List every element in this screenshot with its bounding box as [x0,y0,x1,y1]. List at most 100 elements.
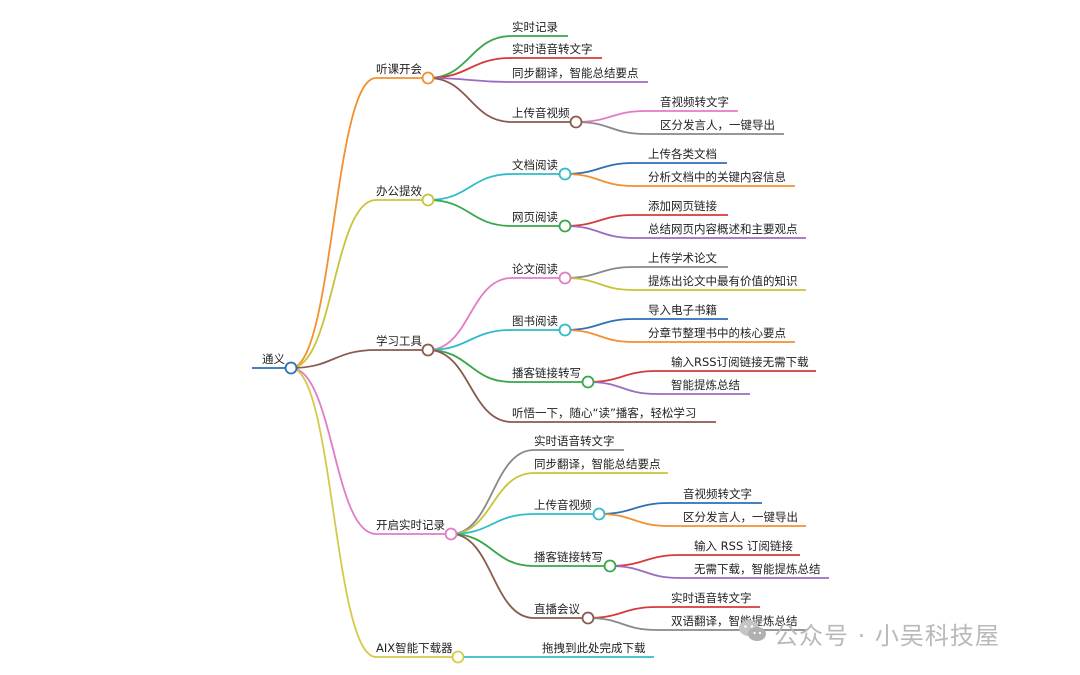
branch-node-2 [421,193,435,207]
root-label: 通义 [262,352,285,366]
leaf-link [564,162,635,175]
child-link [450,449,535,535]
leaf-label: 添加网页链接 [648,199,717,213]
child-link [427,277,513,351]
leaf-link [587,381,658,395]
leaf-link [575,121,647,135]
leaf-link [587,606,658,619]
child-link [427,349,513,383]
child-label: 听悟一下，随心“读”播客，轻松学习 [512,406,696,420]
leaf-label: 输入RSS订阅链接无需下载 [671,355,809,369]
child-link [450,513,535,535]
child-link [427,329,513,351]
child-label: 上传音视频 [534,498,592,512]
child-link [450,472,535,535]
leaf-label: 音视频转文字 [660,95,729,109]
child-link [427,199,513,227]
child-node [558,271,572,285]
leaf-label: 上传学术论文 [648,251,717,265]
leaf-link [609,565,681,579]
child-node [569,115,583,129]
leaf-label: 区分发言人，一键导出 [683,510,798,524]
child-node [581,375,595,389]
wechat-icon [739,620,766,641]
branch-label-1: 听课开会 [376,62,422,76]
branch-link-1 [290,77,377,369]
child-node [558,323,572,337]
child-node [558,167,572,181]
leaf-label: 智能提炼总结 [671,378,740,392]
leaf-link [564,173,635,187]
leaf-label: 分章节整理书中的核心要点 [648,326,786,340]
leaf-link [564,318,635,331]
child-label: 实时记录 [512,20,558,34]
labels-layer: 通义听课开会实时记录实时语音转文字同步翻译，智能总结要点上传音视频音视频转文字区… [262,20,821,655]
child-link [427,57,513,79]
child-link [450,533,535,619]
child-label: 实时语音转文字 [534,434,615,448]
leaf-label: 区分发言人，一键导出 [660,118,775,132]
links-layer [290,35,681,658]
child-link [427,349,513,423]
leaf-label: 分析文档中的关键内容信息 [648,170,786,184]
child-label: 图书阅读 [512,314,558,328]
child-label: 同步翻译，智能总结要点 [512,66,639,80]
branch-node-5 [451,650,465,664]
watermark-text: 公众号 · 小吴科技屋 [774,622,1000,650]
underlines-layer [252,35,829,658]
leaf-label: 输入 RSS 订阅链接 [694,539,793,553]
child-label: 拖拽到此处完成下载 [542,641,646,655]
child-label: 直播会议 [534,602,580,616]
branch-label-4: 开启实时记录 [376,518,445,532]
leaf-link [609,554,681,567]
branch-link-4 [290,367,377,535]
leaf-label: 总结网页内容概述和主要观点 [648,222,798,236]
child-link [427,35,513,79]
child-label: 播客链接转写 [534,550,603,564]
leaf-link [598,513,670,527]
leaf-link [587,617,658,631]
child-label: 同步翻译，智能总结要点 [534,457,661,471]
child-label: 上传音视频 [512,106,570,120]
leaf-link [564,266,635,279]
child-node [558,219,572,233]
branch-link-3 [290,349,377,369]
leaf-link [564,277,635,291]
branch-link-2 [290,199,377,369]
branch-link-5 [290,367,377,658]
leaf-link [598,502,670,515]
branch-label-2: 办公提效 [376,184,422,198]
leaf-label: 导入电子书籍 [648,303,717,317]
leaf-label: 无需下载，智能提炼总结 [694,562,821,576]
child-node [581,611,595,625]
branch-node-1 [421,71,435,85]
leaf-link [564,329,635,343]
child-node [592,507,606,521]
leaf-label: 上传各类文档 [648,147,717,161]
child-label: 实时语音转文字 [512,42,593,56]
leaf-link [564,214,635,227]
leaf-link [564,225,635,239]
child-link [427,173,513,201]
branch-node-3 [421,343,435,357]
nodes-layer [284,71,617,664]
root-node [284,361,298,375]
branch-node-4 [444,527,458,541]
child-label: 文档阅读 [512,158,558,172]
leaf-link [587,370,658,383]
child-link [427,77,513,123]
child-node [603,559,617,573]
child-label: 播客链接转写 [512,366,581,380]
leaf-label: 双语翻译，智能提炼总结 [671,614,798,628]
watermark: 公众号 · 小吴科技屋 [738,614,1058,650]
child-link [427,77,513,83]
child-link [450,533,535,567]
leaf-label: 音视频转文字 [683,487,752,501]
leaf-label: 实时语音转文字 [671,591,752,605]
branch-label-5: AIX智能下载器 [376,641,453,655]
leaf-label: 提炼出论文中最有价值的知识 [648,274,798,288]
child-label: 网页阅读 [512,210,558,224]
branch-label-3: 学习工具 [376,334,422,348]
